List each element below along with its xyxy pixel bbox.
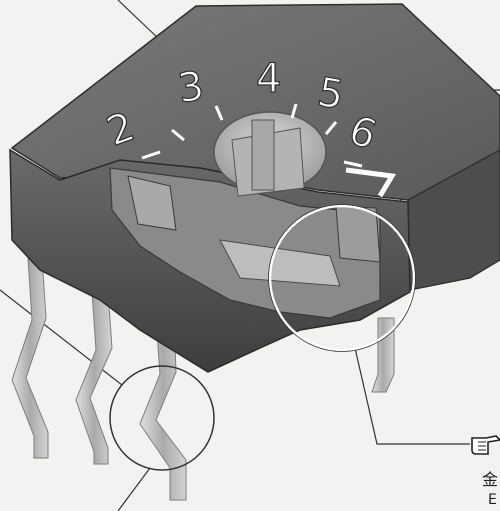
leader-line-bottom (118, 468, 150, 511)
callout-text-line-2: E (488, 492, 497, 508)
pin-right (372, 318, 394, 392)
leader-line-right-bottom (355, 348, 470, 444)
callout-text-line-1: 金 (482, 466, 498, 490)
pin-left (12, 258, 48, 458)
leader-line-top (118, 0, 160, 40)
pointing-hand-icon (472, 436, 500, 454)
pin-middle (76, 292, 112, 464)
dial-digit-4: 4 (256, 56, 281, 102)
rotor-key (252, 120, 274, 190)
